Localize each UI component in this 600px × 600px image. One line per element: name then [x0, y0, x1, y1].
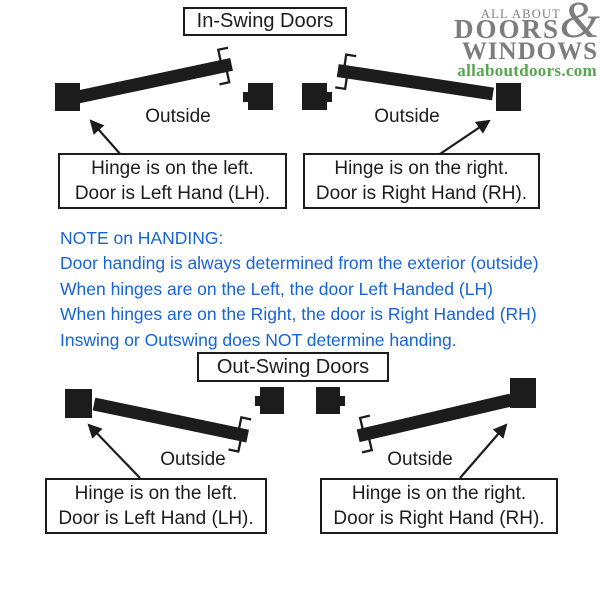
- strike-jamb-rect: [248, 83, 273, 110]
- arrow-line: [89, 119, 123, 157]
- note-line: When hinges are on the Right, the door i…: [60, 304, 537, 325]
- caption-line: Hinge is on the right.: [334, 158, 509, 179]
- caption-line: Door is Left Hand (LH).: [58, 508, 254, 529]
- jamb-rect: [65, 389, 92, 418]
- logo-all-about: ALL ABOUT: [480, 7, 561, 21]
- jamb-rect: [496, 83, 521, 111]
- strike-notch: [255, 396, 260, 406]
- arrow-line: [87, 423, 141, 479]
- caption-line: Hinge is on the left.: [74, 483, 238, 504]
- note-line: When hinges are on the Left, the door Le…: [60, 278, 493, 299]
- inswing-left-door-diagram: [55, 46, 273, 157]
- latch-marks: [216, 46, 231, 86]
- caption-inswing-left: Hinge is on the left. Door is Left Hand …: [58, 153, 287, 209]
- caption-outswing-left: Hinge is on the left. Door is Left Hand …: [45, 478, 267, 534]
- door-leaf: [356, 393, 513, 454]
- logo-windows: WINDOWS: [461, 38, 598, 65]
- strike-notch: [327, 92, 332, 102]
- out-swing-title-box: Out-Swing Doors: [197, 352, 389, 382]
- door-leaf: [92, 397, 252, 453]
- note-line: Door handing is always determined from t…: [60, 253, 539, 274]
- arrow-line: [459, 423, 508, 479]
- all-about-doors-logo: ALL ABOUT & DOORS WINDOWS allaboutdoors.…: [454, 0, 600, 84]
- strike-jamb-rect: [302, 83, 327, 110]
- out-swing-title: Out-Swing Doors: [216, 355, 370, 378]
- logo-ampersand: &: [559, 0, 600, 49]
- outside-label-outswing-right: Outside: [387, 449, 453, 470]
- caption-line: Door is Left Hand (LH).: [74, 183, 271, 204]
- note-line: Inswing or Outswing does NOT determine h…: [60, 329, 457, 350]
- outswing-left-door-diagram: [65, 387, 284, 479]
- note-line: NOTE on HANDING:: [60, 228, 224, 248]
- handing-note: NOTE on HANDING: Door handing is always …: [60, 226, 590, 353]
- strike-notch: [243, 92, 248, 102]
- caption-outswing-right: Hinge is on the right. Door is Right Han…: [320, 478, 558, 534]
- logo-website: allaboutdoors.com: [457, 61, 597, 80]
- outside-label-outswing-left: Outside: [160, 449, 226, 470]
- latch-marks: [358, 414, 374, 454]
- caption-line: Door is Right Hand (RH).: [333, 508, 545, 529]
- latch-marks: [335, 53, 357, 91]
- outswing-right-door-diagram: [316, 378, 536, 479]
- jamb-rect: [510, 378, 536, 408]
- door-leaf: [76, 46, 233, 104]
- inswing-right-door-diagram: [302, 53, 521, 157]
- in-swing-title-box: In-Swing Doors: [183, 7, 347, 36]
- caption-line: Door is Right Hand (RH).: [315, 183, 528, 204]
- door-leaf: [335, 53, 494, 101]
- outside-label-inswing-left: Outside: [145, 106, 211, 127]
- outside-label-inswing-right: Outside: [374, 106, 440, 127]
- latch-marks: [228, 416, 252, 453]
- strike-jamb-rect: [260, 387, 284, 414]
- strike-notch: [340, 396, 345, 406]
- strike-jamb-rect: [316, 387, 340, 414]
- caption-inswing-right: Hinge is on the right. Door is Right Han…: [303, 153, 540, 209]
- caption-line: Hinge is on the left.: [91, 158, 254, 179]
- caption-line: Hinge is on the right.: [351, 483, 527, 504]
- in-swing-title: In-Swing Doors: [196, 10, 334, 32]
- logo-doors: DOORS: [453, 14, 560, 44]
- arrow-line: [436, 119, 491, 157]
- jamb-rect: [55, 83, 80, 111]
